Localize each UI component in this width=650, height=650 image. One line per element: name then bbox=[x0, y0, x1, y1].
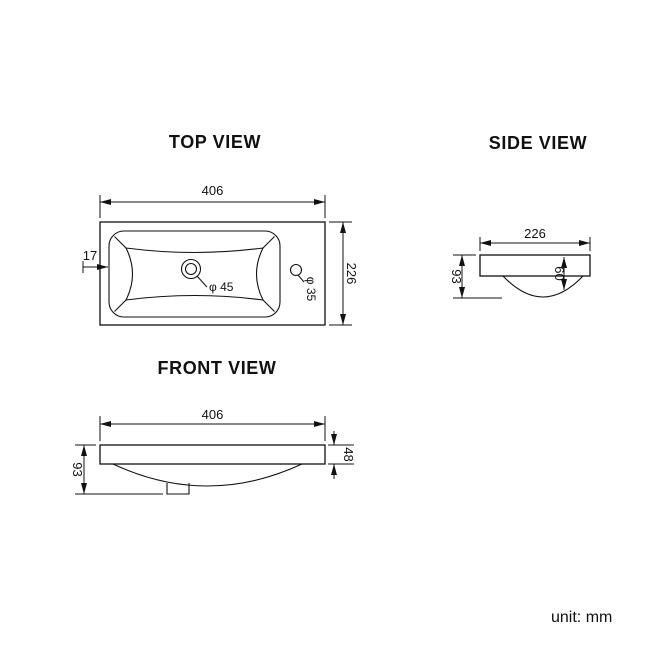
front-view-title: FRONT VIEW bbox=[158, 358, 277, 378]
front-view-drain bbox=[166, 483, 190, 495]
top-view-corner-line-tr bbox=[262, 236, 275, 249]
front-view-counter-outline bbox=[99, 444, 326, 465]
top-view-basin-slope bbox=[125, 247, 264, 301]
top-dim-width-label: 406 bbox=[202, 183, 224, 198]
side-dim-bowl-depth-label: 60 bbox=[552, 266, 567, 280]
top-view-corner-line-bl bbox=[114, 299, 127, 312]
top-view-title: TOP VIEW bbox=[169, 132, 261, 152]
top-view-basin-rim bbox=[108, 230, 281, 318]
front-dim-rim-label: 48 bbox=[341, 447, 356, 461]
top-overflow-leader bbox=[297, 274, 305, 283]
top-faucet-leader bbox=[196, 275, 208, 288]
top-dim-depth-label: 226 bbox=[344, 263, 359, 285]
front-dim-height-label: 93 bbox=[70, 462, 85, 476]
top-dim-offset-label: 17 bbox=[83, 248, 97, 263]
top-view-faucet-hole-outer bbox=[180, 258, 202, 280]
top-overflow-label: φ 35 bbox=[304, 277, 318, 302]
top-view-counter-outline bbox=[99, 221, 326, 326]
side-view-title: SIDE VIEW bbox=[489, 133, 587, 153]
top-view-corner-line-br bbox=[262, 299, 275, 312]
top-view: TOP VIEW 406 226 17 φ 45 φ 35 bbox=[82, 132, 359, 326]
side-view-bowl-profile bbox=[502, 275, 584, 298]
side-view: SIDE VIEW 226 93 60 bbox=[449, 133, 591, 299]
unit-note: unit: mm bbox=[551, 609, 612, 626]
side-dim-width-label: 226 bbox=[524, 226, 546, 241]
front-view: FRONT VIEW 406 93 48 bbox=[70, 358, 356, 495]
side-view-counter-outline bbox=[479, 254, 591, 277]
top-view-corner-line-tl bbox=[114, 236, 127, 249]
top-view-overflow-hole bbox=[289, 263, 303, 277]
side-dim-height-label: 93 bbox=[449, 269, 464, 283]
front-view-bowl-profile bbox=[112, 463, 303, 487]
front-dim-width-label: 406 bbox=[202, 407, 224, 422]
top-faucet-label: φ 45 bbox=[209, 280, 234, 294]
top-view-faucet-hole-inner bbox=[184, 262, 198, 276]
